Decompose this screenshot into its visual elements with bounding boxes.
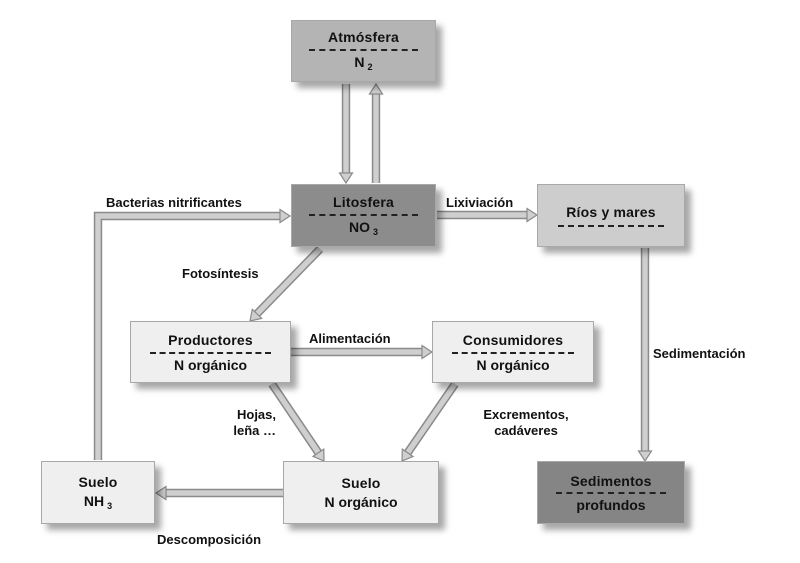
consumidores-title: Consumidores <box>462 331 564 348</box>
productores-node: Productores N orgánico <box>130 321 291 383</box>
consumidores-value: N orgánico <box>476 356 550 373</box>
arrow-suelo-organico-to-nh3 <box>154 485 283 501</box>
label-bacterias-nitrificantes: Bacterias nitrificantes <box>106 195 242 210</box>
label-hojas-lena: Hojas, leña … <box>196 407 276 440</box>
suelo-organico-value: N orgánico <box>324 494 398 510</box>
atmosfera-divider <box>309 49 418 51</box>
label-lixiviacion: Lixiviación <box>446 195 514 210</box>
label-hojas-line1: Hojas, <box>236 407 276 422</box>
label-alimentacion: Alimentación <box>309 331 391 346</box>
label-hojas-line2: leña … <box>233 423 276 439</box>
sedimentos-title: Sedimentos <box>570 472 652 489</box>
label-excrementos-line1: Excrementos, <box>483 407 569 422</box>
arrow-litosfera-to-rios <box>437 207 539 223</box>
label-sedimentacion: Sedimentación <box>653 346 746 361</box>
arrow-nh3-to-litosfera <box>93 208 292 460</box>
sedimentos-divider <box>555 491 667 494</box>
label-fotosintesis: Fotosíntesis <box>182 266 259 281</box>
arrow-consumidores-to-suelo <box>401 381 459 462</box>
arrow-rios-to-sedimentos <box>637 248 653 463</box>
consumidores-divider <box>452 351 574 354</box>
litosfera-divider <box>309 213 418 216</box>
suelo-organico-title: Suelo <box>341 475 381 491</box>
suelo-organico-node: Suelo N orgánico <box>283 461 439 524</box>
label-excrementos-line2: cadáveres <box>494 423 558 439</box>
label-descomposicion: Descomposición <box>157 532 262 547</box>
rios-divider <box>558 224 664 227</box>
productores-divider <box>150 351 271 354</box>
rios-title: Ríos y mares <box>566 203 656 220</box>
label-excrementos-cadaveres: Excrementos, cadáveres <box>466 407 586 440</box>
arrow-litosfera-to-productores <box>249 246 324 322</box>
suelo-nh3-title: Suelo <box>78 473 118 490</box>
arrow-productores-to-consumidores <box>291 344 434 360</box>
arrow-productores-to-suelo <box>268 381 325 462</box>
arrow-litosfera-to-atmosfera <box>368 82 384 183</box>
sedimentos-value: profundos <box>576 496 646 513</box>
productores-title: Productores <box>168 331 253 348</box>
productores-value: N orgánico <box>173 356 248 373</box>
atmosfera-title: Atmósfera <box>327 29 400 45</box>
litosfera-title: Litosfera <box>333 193 394 210</box>
consumidores-node: Consumidores N orgánico <box>432 321 594 383</box>
sedimentos-node: Sedimentos profundos <box>537 461 685 524</box>
arrow-atmosfera-to-litosfera <box>338 84 354 185</box>
rios-node: Ríos y mares <box>537 184 685 247</box>
